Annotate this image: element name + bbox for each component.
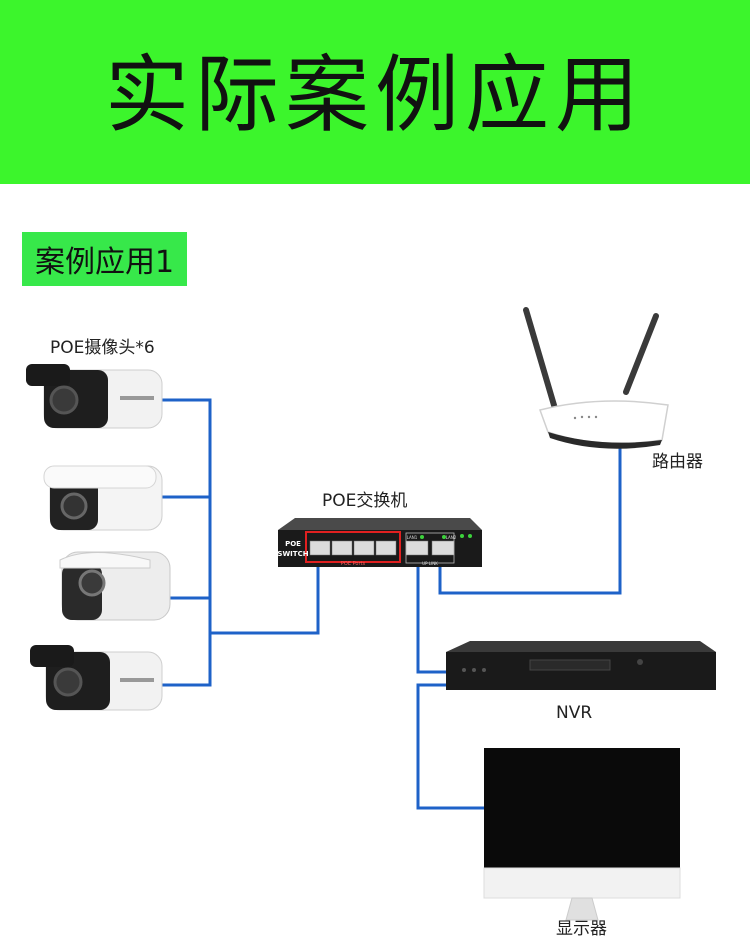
case-label: 案例应用1 bbox=[22, 232, 187, 286]
banner-title: 实际案例应用 bbox=[104, 46, 645, 144]
router-label: 路由器 bbox=[652, 452, 703, 472]
switch-label: POE交换机 bbox=[322, 491, 408, 511]
switch-lan1-label: LAN1 bbox=[407, 535, 418, 540]
top-banner: 实际案例应用 bbox=[0, 0, 750, 184]
poe-switch bbox=[278, 518, 482, 567]
cables bbox=[160, 398, 622, 810]
router bbox=[523, 307, 669, 449]
nvr-to-monitor-cable bbox=[416, 683, 486, 810]
switch-to-router-cable bbox=[438, 443, 622, 595]
camera-3 bbox=[59, 551, 171, 621]
camera-to-switch-cable bbox=[210, 567, 320, 635]
camera-4 bbox=[30, 645, 163, 711]
switch-to-nvr-cable bbox=[416, 567, 448, 674]
switch-lan2-label: LAN2 bbox=[446, 535, 457, 540]
cameras-label: POE摄像头*6 bbox=[50, 338, 155, 358]
switch-ports-label: POE Ports bbox=[341, 561, 366, 567]
nvr-label: NVR bbox=[556, 703, 593, 723]
camera-2 bbox=[43, 465, 163, 531]
monitor bbox=[483, 748, 681, 921]
nvr bbox=[446, 641, 716, 690]
switch-badge-line1: POE bbox=[285, 540, 301, 548]
switch-uplink-label: UP LINK bbox=[422, 561, 438, 566]
monitor-label: 显示器 bbox=[556, 919, 607, 939]
switch-badge-line2: SWITCH bbox=[277, 550, 308, 558]
camera-bus-cable bbox=[160, 398, 212, 687]
camera-1 bbox=[26, 364, 163, 429]
